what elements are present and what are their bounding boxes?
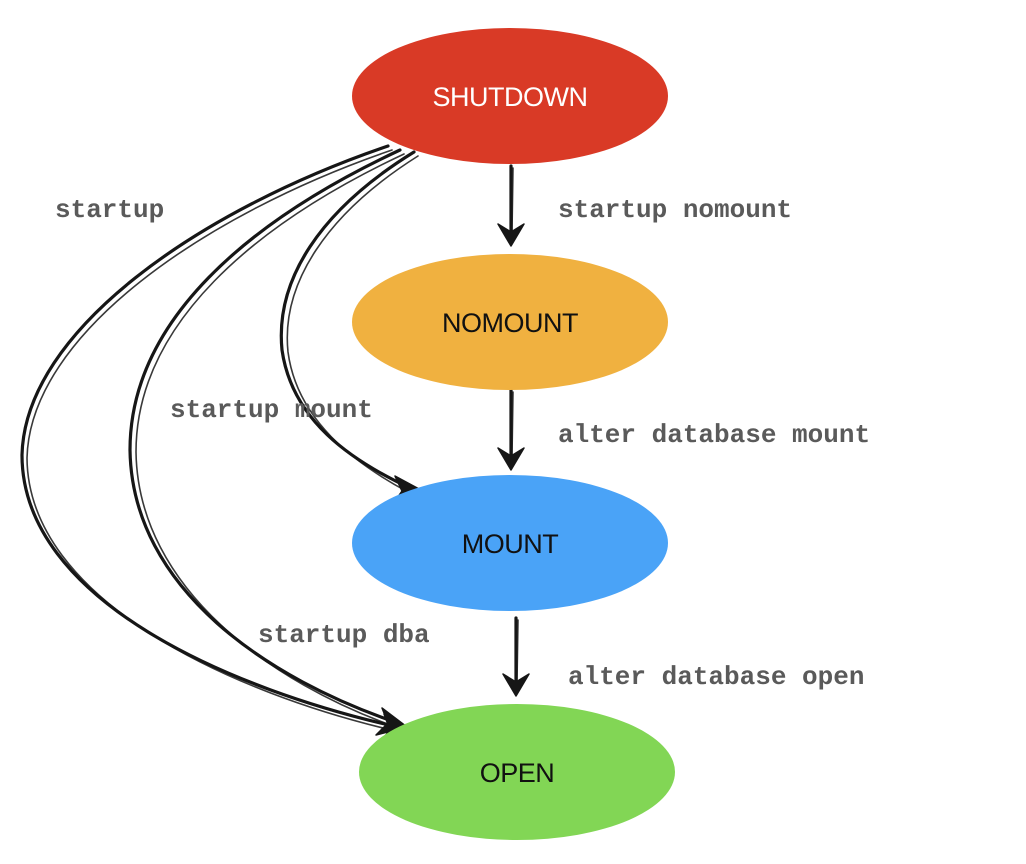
node-shutdown: SHUTDOWN — [352, 28, 668, 164]
edge-label-startup-dba: startup dba — [258, 620, 430, 650]
node-mount-label: MOUNT — [462, 529, 558, 559]
edge-label-alter-database-open: alter database open — [568, 662, 864, 692]
node-open: OPEN — [359, 704, 675, 840]
edge-startup-arrow — [20, 144, 411, 743]
edge-label-alter-database-mount: alter database mount — [558, 420, 870, 450]
node-nomount-label: NOMOUNT — [442, 308, 578, 338]
node-mount: MOUNT — [352, 475, 668, 611]
edge-label-startup-nomount: startup nomount — [558, 195, 792, 225]
node-open-label: OPEN — [480, 758, 555, 788]
edge-label-startup: startup — [55, 195, 164, 225]
edge-alter-database-mount-arrow — [497, 388, 525, 471]
edge-startup-nomount-arrow — [497, 164, 525, 247]
node-shutdown-label: SHUTDOWN — [433, 82, 588, 112]
edge-label-startup-mount: startup mount — [170, 395, 373, 425]
node-nomount: NOMOUNT — [352, 254, 668, 390]
edge-alter-database-open-arrow — [502, 616, 530, 697]
